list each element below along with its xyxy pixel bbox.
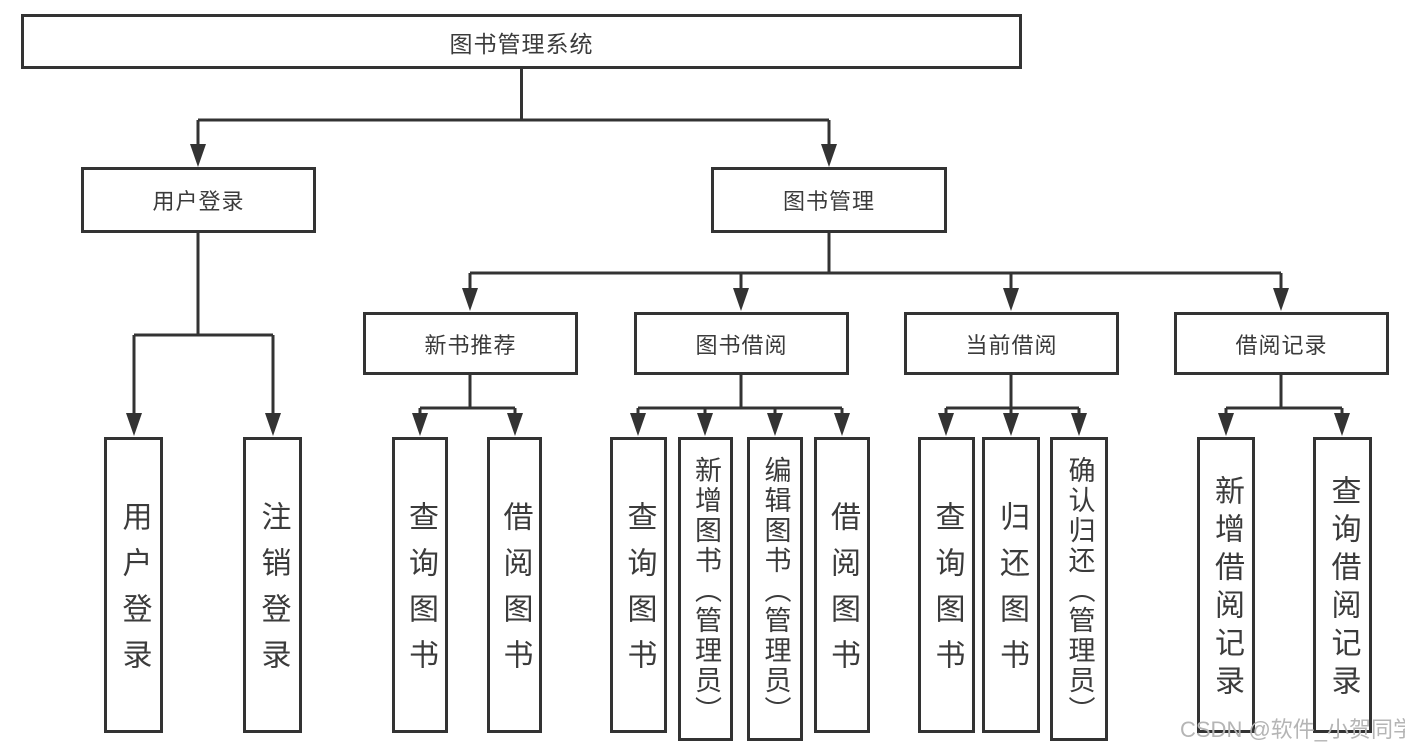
leaf-add-borrow-record: 新增借阅记录 [1197, 437, 1255, 733]
csdn-watermark: CSDN @软件_小贺同学 [1180, 717, 1405, 742]
leaf-query-borrow-record: 查询借阅记录 [1313, 437, 1372, 733]
node-library-system: 图书管理系统 [21, 14, 1022, 69]
leaf-query-books-1: 查询图书 [392, 437, 448, 733]
node-new-book-recommend: 新书推荐 [363, 312, 578, 375]
node-borrowing-records: 借阅记录 [1174, 312, 1389, 375]
node-book-borrowing: 图书借阅 [634, 312, 849, 375]
leaf-query-books-2: 查询图书 [610, 437, 667, 733]
leaf-return-book: 归还图书 [982, 437, 1040, 733]
leaf-borrow-books-2: 借阅图书 [814, 437, 870, 733]
leaf-logout: 注销登录 [243, 437, 302, 733]
leaf-add-book-admin: 新增图书（管理员） [678, 437, 733, 741]
leaf-query-books-3: 查询图书 [918, 437, 975, 733]
leaf-edit-book-admin: 编辑图书（管理员） [747, 437, 803, 741]
node-user-login: 用户登录 [81, 167, 316, 233]
node-current-borrowing: 当前借阅 [904, 312, 1119, 375]
leaf-borrow-books-1: 借阅图书 [487, 437, 542, 733]
leaf-confirm-return-admin: 确认归还（管理员） [1050, 437, 1108, 741]
leaf-user-login: 用户登录 [104, 437, 163, 733]
node-book-management: 图书管理 [711, 167, 947, 233]
